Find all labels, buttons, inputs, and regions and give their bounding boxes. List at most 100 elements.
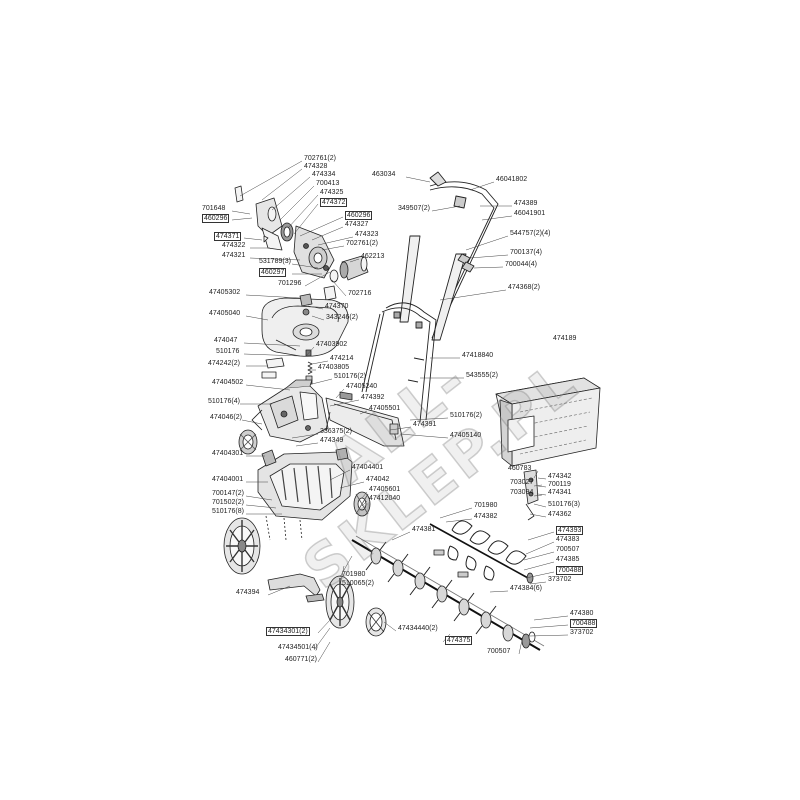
part-label-l86: 700488	[570, 619, 598, 628]
leader-line	[279, 185, 315, 221]
leader-line	[313, 627, 331, 651]
leader-line	[527, 531, 555, 541]
rear-wheel-left	[223, 517, 261, 575]
leader-line	[331, 279, 347, 297]
cover-housing	[261, 293, 349, 357]
grass-collection-box	[495, 377, 601, 467]
part-label-l25: 474047	[214, 337, 238, 344]
leader-line	[311, 360, 329, 365]
part-label-l8: 474327	[345, 221, 369, 228]
part-label-l17: 474322	[222, 242, 246, 249]
leader-line	[311, 226, 344, 241]
part-label-l48: 47412040	[369, 495, 401, 502]
leader-line	[469, 254, 509, 259]
leader-line	[295, 442, 319, 447]
part-label-l74: 474381	[412, 526, 436, 533]
part-label-l3: 474334	[312, 171, 336, 178]
part-label-l23: 343246(2)	[326, 314, 358, 321]
part-label-l41: 336375(2)	[320, 428, 352, 435]
part-label-l92: 460771(2)	[285, 656, 317, 663]
part-label-l18: 474321	[222, 252, 246, 259]
main-chassis	[251, 379, 329, 443]
leader-line	[529, 624, 569, 629]
leader-line	[267, 585, 291, 596]
part-label-l90: 474375	[445, 636, 473, 645]
part-label-l2: 474328	[304, 163, 328, 170]
part-label-l84: 474394	[236, 589, 260, 596]
leader-line	[243, 342, 301, 347]
part-label-l27: 510176	[216, 348, 240, 355]
part-label-l83: 474384(6)	[510, 585, 542, 592]
leader-line	[533, 494, 543, 497]
part-label-l51: 510176(8)	[212, 508, 244, 515]
leader-line	[339, 565, 345, 587]
parts-artwork	[223, 171, 601, 651]
leader-line	[533, 615, 569, 621]
part-label-l28: 474214	[330, 355, 354, 362]
part-label-l34: 474392	[361, 394, 385, 401]
leader-line	[335, 388, 345, 399]
part-label-l70: 510176(3)	[548, 501, 580, 508]
leader-line	[329, 399, 360, 407]
part-label-l69: 474341	[548, 489, 572, 496]
part-label-l59: 700044(4)	[505, 261, 537, 268]
part-label-l62: 543555(2)	[466, 372, 498, 379]
rear-wheel-bottom	[325, 575, 355, 629]
leader-line	[525, 541, 555, 555]
part-label-l50: 701502(2)	[212, 499, 244, 506]
leader-line	[291, 263, 319, 269]
part-label-l47: 47405601	[369, 486, 401, 493]
part-label-l54: 349507(2)	[398, 205, 430, 212]
leader-line	[409, 417, 449, 421]
leader-line	[383, 621, 397, 632]
leader-line	[243, 353, 301, 357]
leader-line	[389, 426, 412, 431]
leader-line	[311, 315, 325, 321]
part-label-l79: 700488	[556, 566, 584, 575]
leader-line	[245, 495, 273, 501]
part-label-l40: 474046(2)	[210, 414, 242, 421]
part-label-l87: 373702	[570, 629, 594, 636]
leader-line	[245, 294, 301, 299]
leader-line	[299, 216, 344, 237]
part-label-l57: 544757(2)(4)	[510, 230, 551, 237]
part-label-l67: 700119	[548, 481, 571, 488]
part-label-l20: 460297	[259, 268, 287, 277]
side-wheel-small	[353, 491, 371, 517]
part-label-l53: 46041802	[496, 176, 528, 183]
part-label-l68: 703094	[510, 489, 534, 496]
part-label-l73: 474382	[474, 513, 498, 520]
leader-line	[533, 470, 539, 479]
rear-wheel-right	[365, 607, 387, 637]
part-label-l82: 510065(2)	[342, 580, 374, 587]
axle-bracket	[267, 573, 325, 603]
leader-line	[537, 485, 547, 488]
leader-line	[291, 433, 319, 439]
part-label-l93: 700507	[487, 648, 511, 655]
part-label-l32: 47404502	[212, 379, 244, 386]
part-label-l45: 47404001	[212, 476, 244, 483]
leader-line	[231, 210, 251, 215]
leader-line	[445, 518, 473, 523]
part-label-l9: 474323	[355, 231, 379, 238]
part-label-l56: 46041901	[514, 210, 546, 217]
leader-line	[241, 419, 263, 425]
leader-line	[529, 634, 569, 637]
leader-line	[321, 245, 345, 251]
part-label-l81: 701980	[342, 571, 366, 578]
part-label-l44: 47404401	[352, 464, 384, 471]
leader-line	[339, 555, 353, 578]
part-label-l58: 700137(4)	[510, 249, 542, 256]
part-label-l46: 474042	[366, 476, 390, 483]
part-label-l43: 47404301	[212, 450, 244, 457]
part-label-l63: 474189	[553, 335, 577, 342]
part-label-l91: 47434501(4)	[278, 644, 318, 651]
part-label-l22: 474370	[325, 303, 349, 310]
part-label-l24: 47405040	[209, 310, 241, 317]
motor-assembly	[234, 185, 369, 301]
leader-line	[537, 477, 547, 480]
leader-line	[518, 639, 523, 655]
leader-line	[529, 581, 547, 585]
leader-line	[304, 271, 331, 287]
